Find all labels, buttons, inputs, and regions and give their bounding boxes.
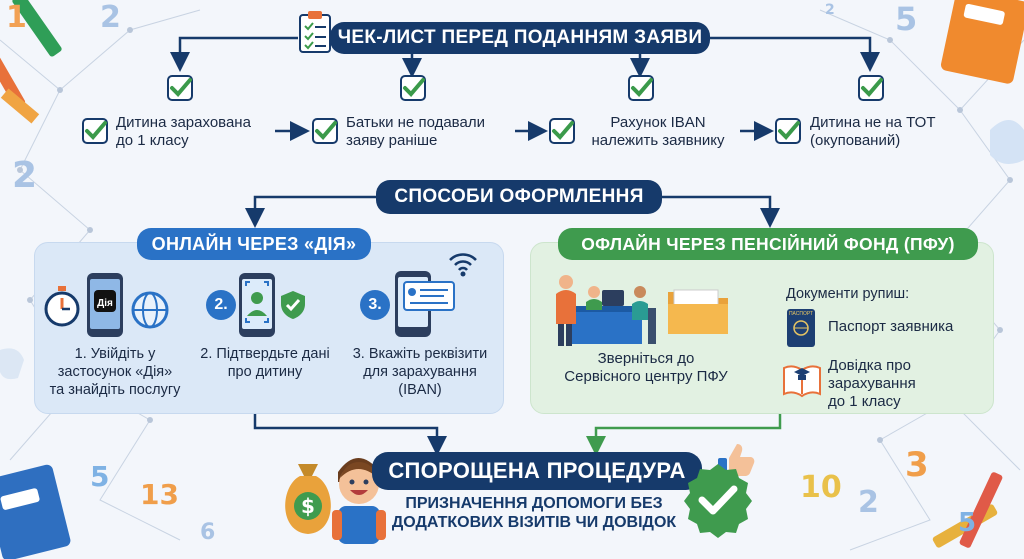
decorative-number: 3 [905,445,929,485]
checklist-item-line: до 1 класу [116,132,189,149]
step-line: 2. Підтвердьте дані [200,346,330,362]
certificate-book-icon [783,365,821,398]
checklist-item-line: Дитина не на ТОТ [810,114,936,131]
face-id-phone-icon [239,273,275,337]
offline-title: ОФЛАЙН ЧЕРЕЗ ПЕНСІЙНИЙ ФОНД (ПФУ) [558,228,978,260]
decorative-number: 5 [90,460,110,493]
smartphone-icon [87,273,123,337]
page-title: ЧЕК-ЛИСТ ПЕРЕД ПОДАННЯМ ЗАЯВИ [330,22,710,54]
checkbox-checked-icon [167,75,193,101]
result-subtitle: ПРИЗНАЧЕННЯ ДОПОМОГИ БЕЗ ДОДАТКОВИХ ВІЗИ… [386,494,682,532]
globe-icon [131,291,169,329]
checklist-item-line: Дитина зарахована [116,114,251,131]
online-title: ОНЛАЙН ЧЕРЕЗ «ДІЯ» [137,228,371,260]
methods-title: СПОСОБИ ОФОРМЛЕННЯ [376,180,662,214]
instruction-line: Сервісного центру ПФУ [564,368,728,385]
child-avatar [332,458,386,544]
step-line: (IBAN) [398,382,442,398]
document-item: Довідка про зарахування до 1 класу [828,357,916,411]
decorative-number: 5 [958,508,977,538]
step-number-badge: 2. [206,290,236,320]
step-line: для зарахування [363,364,477,380]
checklist-item-line: заяву раніше [346,132,438,149]
checklist-item-line: (окупований) [810,132,901,149]
result-line: ПРИЗНАЧЕННЯ ДОПОМОГИ БЕЗ [405,495,663,512]
document-line: зарахування [828,375,916,392]
step-line: та знайдіть послугу [49,382,181,398]
shield-check-icon [281,291,305,319]
checklist-item: Рахунок IBAN належить заявнику [583,114,733,150]
stopwatch-icon [44,286,80,327]
decorative-number: 10 [800,470,842,505]
checklist-item: Батьки не подавали заяву раніше [346,114,485,150]
online-step-text: 2. Підтвердьте дані про дитину [190,345,340,381]
offline-instruction: Зверніться до Сервісного центру ПФУ [546,350,746,386]
decorative-number: 13 [140,478,179,511]
checklist-item-line: Батьки не подавали [346,114,485,131]
passport-icon [787,309,815,347]
passport-cover-label: ПАСПОРТ [788,311,814,317]
step-number-badge: 3. [360,290,390,320]
documents-title: Документи рупиш: [786,286,910,302]
instruction-line: Зверніться до [597,350,695,367]
decorative-number: 6 [200,520,216,545]
online-step-text: 3. Вкажіть реквізити для зарахування (IB… [340,345,500,399]
checklist-item-line: належить заявнику [591,132,725,149]
decorative-number: 1 [6,0,27,35]
decorative-number: 2 [825,2,835,18]
form-phone-icon [395,271,455,337]
notebook-icon [0,464,71,559]
checkbox-checked-icon [82,118,108,144]
clipboard-icon [299,11,331,53]
step-line: про дитину [227,364,303,380]
checkbox-checked-icon [858,75,884,101]
folder-icon [668,289,728,334]
checklist-item: Дитина не на ТОТ (окупований) [810,114,936,150]
service-center-illustration [556,275,656,346]
checkbox-checked-icon [628,75,654,101]
result-line: ДОДАТКОВИХ ВІЗИТІВ ЧИ ДОВІДОК [391,514,677,531]
step-line: 1. Увійдіть у [74,346,156,362]
money-bag-icon: $ [285,464,331,534]
checkbox-checked-icon [549,118,575,144]
checkbox-checked-icon [775,118,801,144]
decorative-number: 2 [100,0,121,35]
decorative-number: 5 [895,0,918,38]
decorative-number: 2 [858,485,879,520]
checkbox-checked-icon [312,118,338,144]
result-title: СПОРОЩЕНА ПРОЦЕДУРА [372,452,702,490]
checklist-item: Дитина зарахована до 1 класу [116,114,251,150]
svg-text:$: $ [301,494,315,518]
checklist-item-line: Рахунок IBAN [610,114,706,131]
wifi-icon [449,253,477,277]
document-line: Довідка про [828,357,911,374]
online-step-text: 1. Увійдіть у застосунок «Дія» та знайді… [40,345,190,399]
document-line: Паспорт заявника [828,318,954,335]
step-line: застосунок «Дія» [57,364,173,380]
diia-app-label: Дія [97,298,113,309]
notebook-icon [940,0,1024,84]
checkbox-checked-icon [400,75,426,101]
success-check-icon [684,464,752,538]
document-item: Паспорт заявника [828,318,953,336]
pencil-icon [0,0,62,108]
document-line: до 1 класу [828,393,901,410]
step-line: 3. Вкажіть реквізити [352,346,488,362]
decorative-number: 2 [12,155,38,196]
